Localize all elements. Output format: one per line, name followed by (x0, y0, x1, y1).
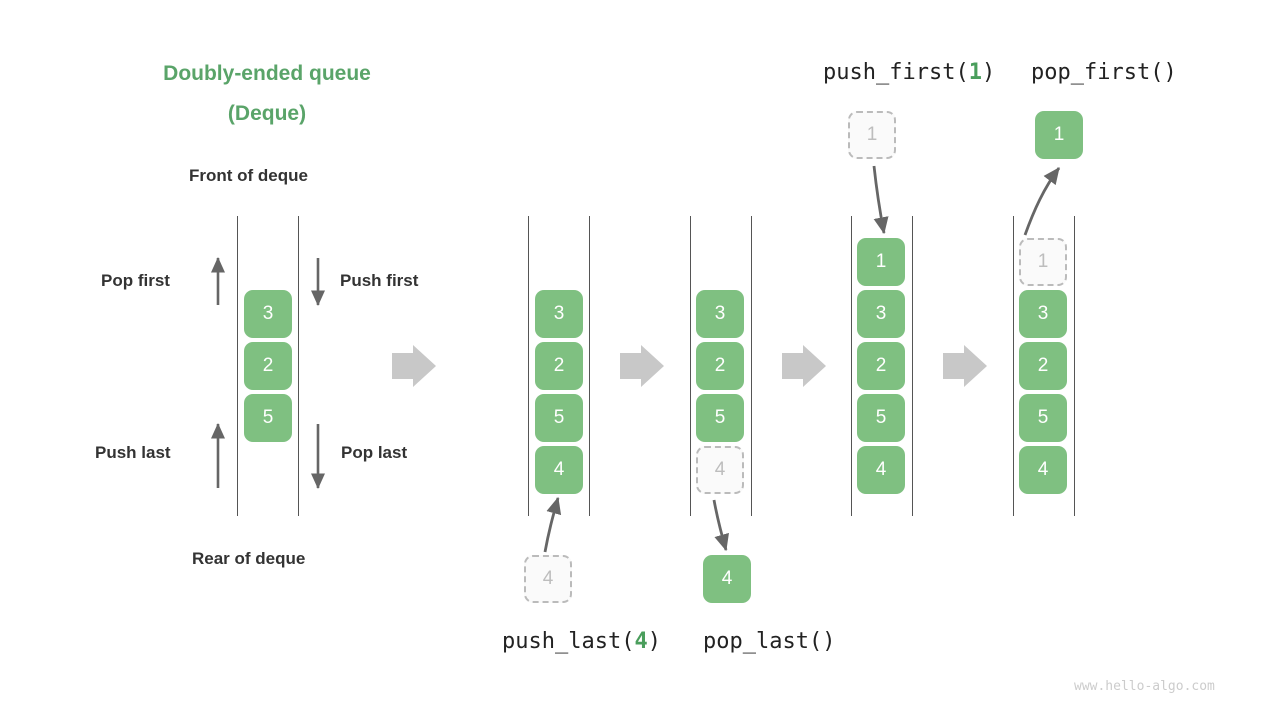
rail-left-panel-base-left (237, 216, 238, 516)
cell-panel-pop-last-3-ghost[interactable]: 4 (696, 446, 744, 494)
cell-panel-base-2[interactable]: 5 (244, 394, 292, 442)
cell-panel-base-1[interactable]: 2 (244, 342, 292, 390)
push-first-label: Push first (340, 271, 419, 290)
push-first-paren: ) (981, 60, 996, 85)
rail-panel-push-first-right (912, 216, 913, 516)
page-title-line2: (Deque) (227, 102, 307, 125)
cell-panel-push-first-0[interactable]: 1 (857, 238, 905, 286)
cell-panel-pop-last-1[interactable]: 2 (696, 342, 744, 390)
cell-panel-push-first-1[interactable]: 3 (857, 290, 905, 338)
rail-panel-push-last-right (589, 216, 590, 516)
page-title-line1: Doubly-ended queue (163, 62, 371, 85)
cell-panel-pop-first-2[interactable]: 2 (1019, 342, 1067, 390)
rear-of-deque-label: Rear of deque (192, 549, 306, 568)
rail-panel-push-first-left (851, 216, 852, 516)
push-last-fn-name: push_last( (502, 629, 635, 654)
pop-last-flow-arrow-icon (712, 499, 729, 552)
cell-panel-pop-last-0[interactable]: 3 (696, 290, 744, 338)
cell-panel-pop-first-3[interactable]: 5 (1019, 394, 1067, 442)
step-arrow-4-icon (943, 345, 987, 387)
push-last-signature: push_last(4) (502, 629, 661, 654)
step-arrow-2-icon (620, 345, 664, 387)
cell-panel-push-last-0[interactable]: 3 (535, 290, 583, 338)
step-arrow-1-icon (392, 345, 436, 387)
pop-last-signature: pop_last() (703, 629, 836, 654)
floating-popped-first-value[interactable]: 1 (1035, 111, 1083, 159)
cell-panel-pop-first-1[interactable]: 3 (1019, 290, 1067, 338)
push-first-fn-name: push_first( (823, 60, 969, 85)
cell-panel-push-first-3[interactable]: 5 (857, 394, 905, 442)
rail-panel-pop-first-right (1074, 216, 1075, 516)
rail-left-panel-base-right (298, 216, 299, 516)
cell-panel-pop-first-4[interactable]: 4 (1019, 446, 1067, 494)
push-last-label: Push last (95, 443, 171, 462)
pop-first-signature: pop_first() (1031, 60, 1177, 85)
rail-panel-pop-last-right (751, 216, 752, 516)
cell-panel-pop-last-2[interactable]: 5 (696, 394, 744, 442)
floating-ghost-push-last-input[interactable]: 4 (524, 555, 572, 603)
floating-ghost-push-first-input[interactable]: 1 (848, 111, 896, 159)
push-last-paren: ) (647, 629, 661, 654)
push-last-arg: 4 (634, 629, 648, 654)
cell-panel-push-first-2[interactable]: 2 (857, 342, 905, 390)
push-first-arg: 1 (968, 60, 982, 85)
pop-first-label: Pop first (101, 271, 170, 290)
rail-panel-pop-last-left (690, 216, 691, 516)
push-last-flow-arrow-icon (543, 496, 562, 553)
pop-first-flow-arrow-icon (1023, 167, 1061, 236)
cell-panel-base-0[interactable]: 3 (244, 290, 292, 338)
front-of-deque-label: Front of deque (189, 166, 308, 185)
cell-panel-push-last-3[interactable]: 4 (535, 446, 583, 494)
pop-last-label: Pop last (341, 443, 408, 462)
cell-panel-push-last-1[interactable]: 2 (535, 342, 583, 390)
rail-panel-push-last-left (528, 216, 529, 516)
push-first-flow-arrow-icon (872, 165, 889, 235)
rail-panel-pop-first-left (1013, 216, 1014, 516)
step-arrow-3-icon (782, 345, 826, 387)
push-first-signature: push_first(1) (823, 60, 995, 85)
cell-panel-pop-first-0-ghost[interactable]: 1 (1019, 238, 1067, 286)
cell-panel-push-first-4[interactable]: 4 (857, 446, 905, 494)
cell-panel-push-last-2[interactable]: 5 (535, 394, 583, 442)
watermark: www.hello-algo.com (1074, 679, 1215, 694)
floating-popped-last-value[interactable]: 4 (703, 555, 751, 603)
